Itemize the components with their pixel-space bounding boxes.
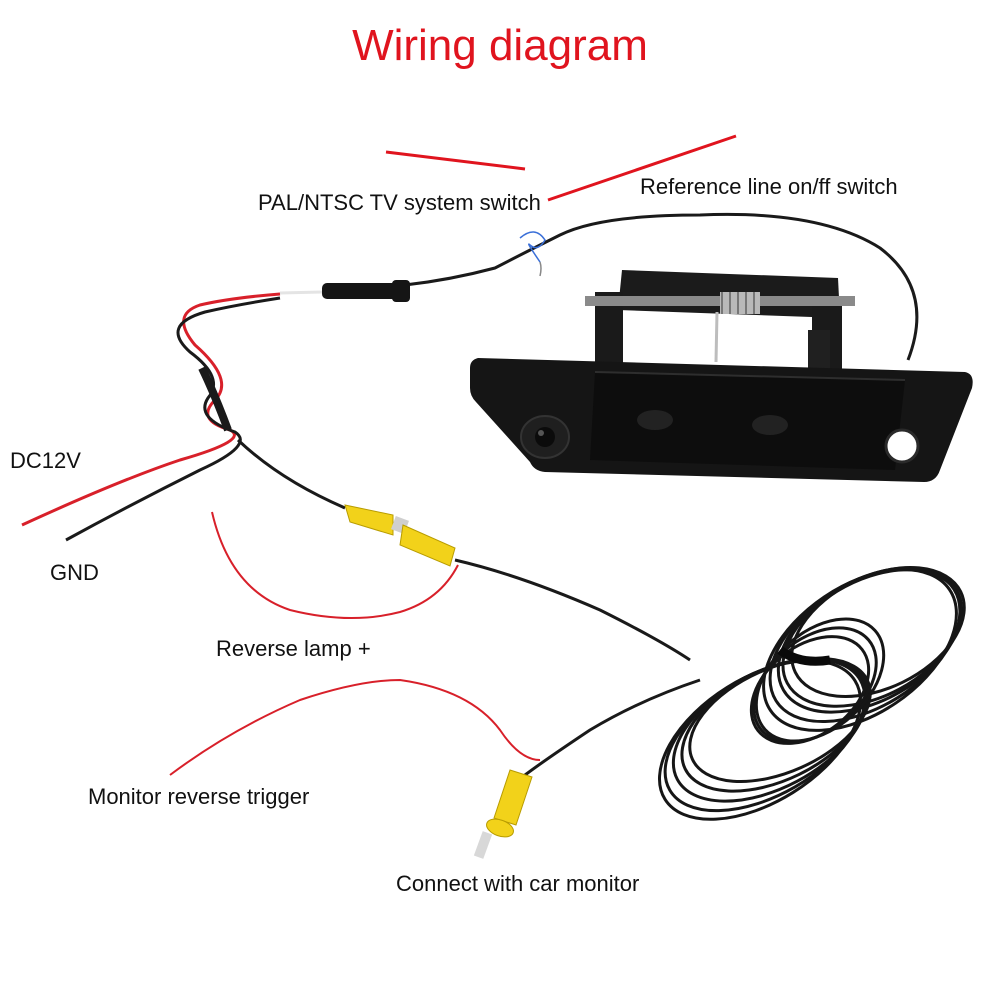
label-reverse-lamp: Reverse lamp + [216,636,371,661]
reverse-lamp-wire [211,511,459,620]
monitor-cable [524,678,701,777]
reference-pointer-line [547,134,737,202]
label-pal-ntsc-switch: PAL/NTSC TV system switch [258,190,541,215]
trigger-wire [169,678,541,776]
label-gnd: GND [50,560,99,585]
pal-pointer-line [385,150,526,171]
label-reference-line-switch: Reference line on/ff switch [640,174,898,199]
label-connect-car-monitor: Connect with car monitor [396,871,640,896]
rca-connector-pair [344,504,456,567]
tailgate-handle-body [470,358,973,482]
power-wires [21,292,281,542]
video-cable [236,438,346,510]
coil-tie [777,646,831,666]
coil-lead-cable [454,558,691,662]
coiled-cable [657,566,966,821]
camera-cable [404,212,919,361]
switch-loop [519,231,546,263]
label-monitor-reverse-trigger: Monitor reverse trigger [88,784,310,809]
monitor-rca-plug [473,769,533,859]
handle-mechanism [585,270,855,372]
switch-wire [539,261,542,277]
diagram-title: Wiring diagram [352,21,648,70]
label-dc12v: DC12V [10,448,81,473]
inline-connector [279,280,410,302]
